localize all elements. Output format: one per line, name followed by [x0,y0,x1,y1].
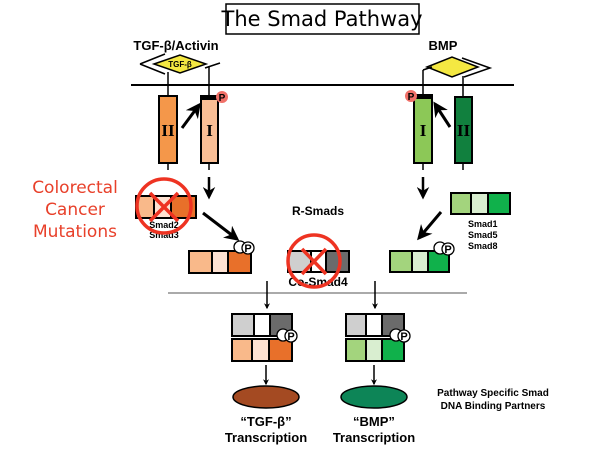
phospho-icon [405,90,417,102]
bmp-type-ii-receptor: II [454,85,473,170]
tgf-transcription-title: “TGF-β” [240,414,291,429]
smad5-label: Smad5 [468,230,498,240]
bmp-transcription-label: Transcription [333,430,415,445]
phospho-smad2-3: P [188,240,255,274]
type-ii-label: II [457,121,471,140]
type-i-label: I [206,121,213,140]
phospho-smad1-5-8: P [389,241,455,273]
smad1-label: Smad1 [468,219,498,229]
r-smads-label: R-Smads [292,204,344,218]
bmp-label: BMP [429,38,458,53]
smad2-label: Smad2 [149,220,179,230]
phospho-label: P [408,92,415,103]
bmp-ligand [422,56,493,85]
phospho-label: P [444,244,451,256]
smad2-3-box: Smad2 Smad3 [135,177,197,240]
tgf-activin-label: TGF-β/Activin [133,38,218,53]
tgf-beta-ligand: TGF-β [139,53,221,85]
type-ii-label: II [161,121,175,140]
page-title: The Smad Pathway [221,7,423,31]
co-smad4-box: Co-Smad4 [286,233,350,289]
tgf-type-i-receptor: I P [200,85,228,170]
phosphorylation-arrow [433,101,452,128]
tgf-dna-binding-partner [232,385,300,409]
bmp-dna-binding-partner [340,385,408,409]
tgf-beta-ligand-text: TGF-β [168,60,192,69]
tgf-transcription-label: Transcription [225,430,307,445]
phospho-label: P [219,93,226,104]
arrow-diagonal [417,211,443,241]
phospho-label: P [244,243,251,255]
smad3-label: Smad3 [149,230,179,240]
arrow-diagonal [202,211,240,241]
smad1-5-8-box: Smad1 Smad5 Smad8 [450,192,511,251]
ban-icon [135,177,193,235]
phospho-label: P [287,331,294,343]
phospho-label: P [400,331,407,343]
smad8-label: Smad8 [468,241,498,251]
colorectal-cancer-label: Colorectal Cancer Mutations [32,178,118,242]
type-i-label: I [420,121,427,140]
title-box: The Smad Pathway [221,3,423,35]
ban-icon [286,233,342,289]
mutations-line: Mutations [33,222,117,242]
phospho-icon [216,91,228,103]
tgf-smad-complex: P [231,313,298,362]
tgf-type-ii-receptor: II [158,85,178,170]
bmp-type-i-receptor: I P [405,85,433,170]
cancer-line: Cancer [45,200,105,220]
bmp-smad-complex: P [345,313,411,362]
colorectal-line: Colorectal [32,178,118,198]
phosphorylation-arrow [180,102,201,129]
partners-label-line1: Pathway Specific Smad [437,388,549,399]
bmp-transcription-title: “BMP” [353,414,395,429]
partners-label-line2: DNA Binding Partners [441,401,546,412]
